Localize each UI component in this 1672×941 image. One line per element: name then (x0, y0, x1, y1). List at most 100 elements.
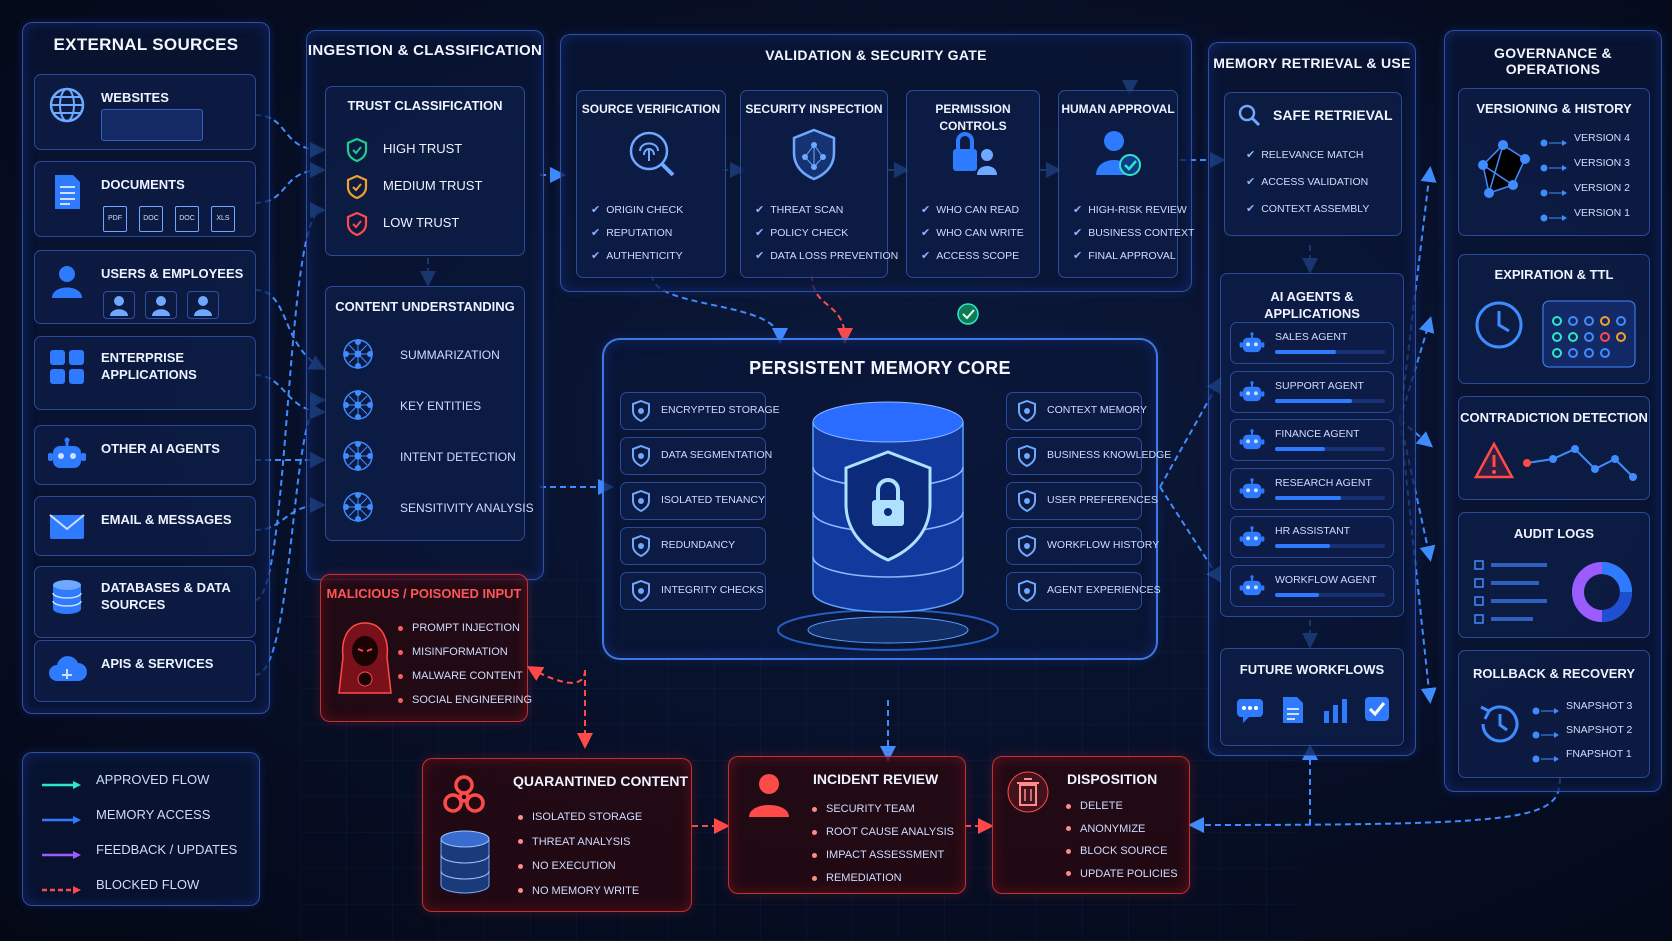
check-item: ✔BUSINESS CONTEXT (1073, 226, 1194, 239)
legend-panel (22, 752, 260, 906)
check-item: ✔THREAT SCAN (755, 203, 843, 216)
agent-row[interactable]: FINANCE AGENT (1230, 419, 1394, 461)
bottom-list-label: ROOT CAUSE ANALYSIS (826, 826, 954, 838)
core-feature-label: WORKFLOW HISTORY (1047, 539, 1160, 551)
source-label: DATABASES & DATA SOURCES (101, 580, 231, 612)
legend-swatch (42, 777, 82, 789)
bullet-icon (518, 863, 523, 869)
bottom-list-item: UPDATE POLICIES (1066, 868, 1178, 880)
shield-icon (1017, 534, 1037, 562)
legend-swatch (42, 882, 82, 894)
check-icon: ✔ (1246, 203, 1256, 215)
doc-type-label: XLS (216, 215, 230, 222)
check-label: ACCESS SCOPE (936, 250, 1020, 262)
check-item: ✔REPUTATION (591, 226, 672, 239)
check-label: ORIGIN CHECK (606, 204, 684, 216)
user-avatar-icon (187, 291, 219, 319)
threat-label: PROMPT INJECTION (412, 622, 520, 634)
doc-type-icon: XLS (211, 206, 235, 232)
core-feature-label: BUSINESS KNOWLEDGE (1047, 449, 1172, 461)
snapshot-node-icon (1532, 727, 1560, 745)
agent-usage-fill (1275, 544, 1330, 548)
agent-row[interactable]: RESEARCH AGENT (1230, 467, 1394, 510)
bullet-icon (812, 806, 817, 812)
check-icon: ✔ (591, 204, 601, 216)
bottom-list-label: ANONYMIZE (1080, 822, 1146, 835)
retrieval-check-item: ✔RELEVANCE MATCH (1246, 148, 1364, 161)
core-feature-2: USER PREFERENCES (1006, 482, 1158, 520)
legend-label: APPROVED FLOW (96, 772, 210, 787)
neural-network-icon (340, 489, 376, 530)
conflict-graph-icon (1523, 445, 1637, 481)
check-label: THREAT SCAN (770, 204, 844, 216)
trust-classification-title: TRUST CLASSIFICATION (347, 98, 503, 113)
content-understanding-title: CONTENT UNDERSTANDING (335, 299, 515, 314)
check-item: ✔POLICY CHECK (755, 226, 848, 239)
bullet-icon (1066, 871, 1071, 877)
robot-icon (1239, 380, 1265, 409)
agent-row[interactable]: SUPPORT AGENT (1230, 370, 1394, 413)
doc-type-label: PDF (108, 215, 122, 222)
quarantine-title: QUARANTINED CONTENT (513, 773, 688, 789)
cloud-api-icon (47, 651, 87, 691)
retrieval-check-label: RELEVANCE MATCH (1261, 149, 1364, 161)
check-icon: ✔ (921, 227, 931, 239)
source-users[interactable]: USERS & EMPLOYEES (34, 250, 256, 324)
core-feature-label: USER PREFERENCES (1047, 494, 1158, 506)
check-item: ✔ACCESS SCOPE (921, 249, 1019, 262)
user-avatar-icon (103, 291, 135, 319)
core-feature-label: CONTEXT MEMORY (1047, 404, 1147, 416)
biohazard-icon (443, 775, 485, 813)
agent-row[interactable]: WORKFLOW AGENT (1230, 564, 1394, 607)
bottom-list-item: NO MEMORY WRITE (518, 885, 639, 897)
check-icon: ✔ (591, 250, 601, 262)
check-item: ✔AUTHENTICITY (591, 249, 683, 262)
validation-gate-title: VALIDATION & SECURITY GATE (765, 47, 987, 63)
source-globe[interactable]: WEBSITES (34, 74, 256, 150)
source-apps-grid[interactable]: ENTERPRISE APPLICATIONS (34, 336, 256, 410)
agent-row[interactable]: SALES AGENT (1230, 322, 1394, 364)
ttl-card: EXPIRATION & TTL (1458, 254, 1650, 384)
disposition-panel: DISPOSITION (992, 756, 1190, 894)
agent-label: WORKFLOW AGENT (1275, 573, 1377, 586)
bottom-list-item: ISOLATED STORAGE (518, 811, 642, 823)
agent-label: HR ASSISTANT (1275, 525, 1351, 537)
check-icon: ✔ (1073, 227, 1083, 239)
core-feature-2: ISOLATED TENANCY (620, 482, 766, 520)
ingestion-title: INGESTION & CLASSIFICATION (307, 42, 543, 59)
source-cloud-api[interactable]: APIs & SERVICES (34, 640, 256, 702)
content-analysis-label: INTENT DETECTION (400, 450, 516, 464)
doc-type-icon: PDF (103, 206, 127, 232)
source-label: EMAIL & MESSAGES (101, 512, 232, 527)
user-avatar-icon (145, 291, 177, 319)
source-robot[interactable]: OTHER AI AGENTS (34, 425, 256, 485)
ttl-title: EXPIRATION & TTL (1494, 267, 1614, 282)
trust-shield-icon (346, 137, 368, 167)
rollback-title: ROLLBACK & RECOVERY (1472, 666, 1636, 681)
reviewer-icon (749, 774, 789, 817)
snapshot-node-icon (1532, 703, 1560, 721)
core-feature-1: DATA SEGMENTATION (620, 437, 772, 475)
version-node-icon (1540, 185, 1568, 203)
governance-title: GOVERNANCE & OPERATIONS (1494, 45, 1612, 77)
core-feature-4: AGENT EXPERIENCES (1006, 572, 1161, 610)
neural-network-icon (340, 387, 376, 428)
check-label: WHO CAN WRITE (936, 227, 1024, 239)
check-item: ✔WHO CAN READ (921, 203, 1019, 216)
robot-icon (1239, 331, 1265, 360)
agent-row[interactable]: HR ASSISTANT (1230, 516, 1394, 558)
core-feature-0: ENCRYPTED STORAGE (620, 392, 780, 430)
bottom-list-item: SECURITY TEAM (812, 803, 915, 815)
doc-type-label: DOC (179, 215, 195, 222)
core-feature-label: DATA SEGMENTATION (661, 449, 773, 461)
threat-item: MISINFORMATION (398, 646, 508, 658)
bar-chart-icon (1324, 699, 1347, 723)
fingerprint-icon (625, 127, 677, 183)
file-icon (1283, 697, 1303, 723)
source-database[interactable]: DATABASES & DATA SOURCES (34, 566, 256, 638)
source-envelope[interactable]: EMAIL & MESSAGES (34, 496, 256, 556)
bottom-list-label: ISOLATED STORAGE (532, 811, 643, 823)
bottom-list-label: SECURITY TEAM (826, 803, 915, 815)
version-node-icon (1540, 135, 1568, 153)
